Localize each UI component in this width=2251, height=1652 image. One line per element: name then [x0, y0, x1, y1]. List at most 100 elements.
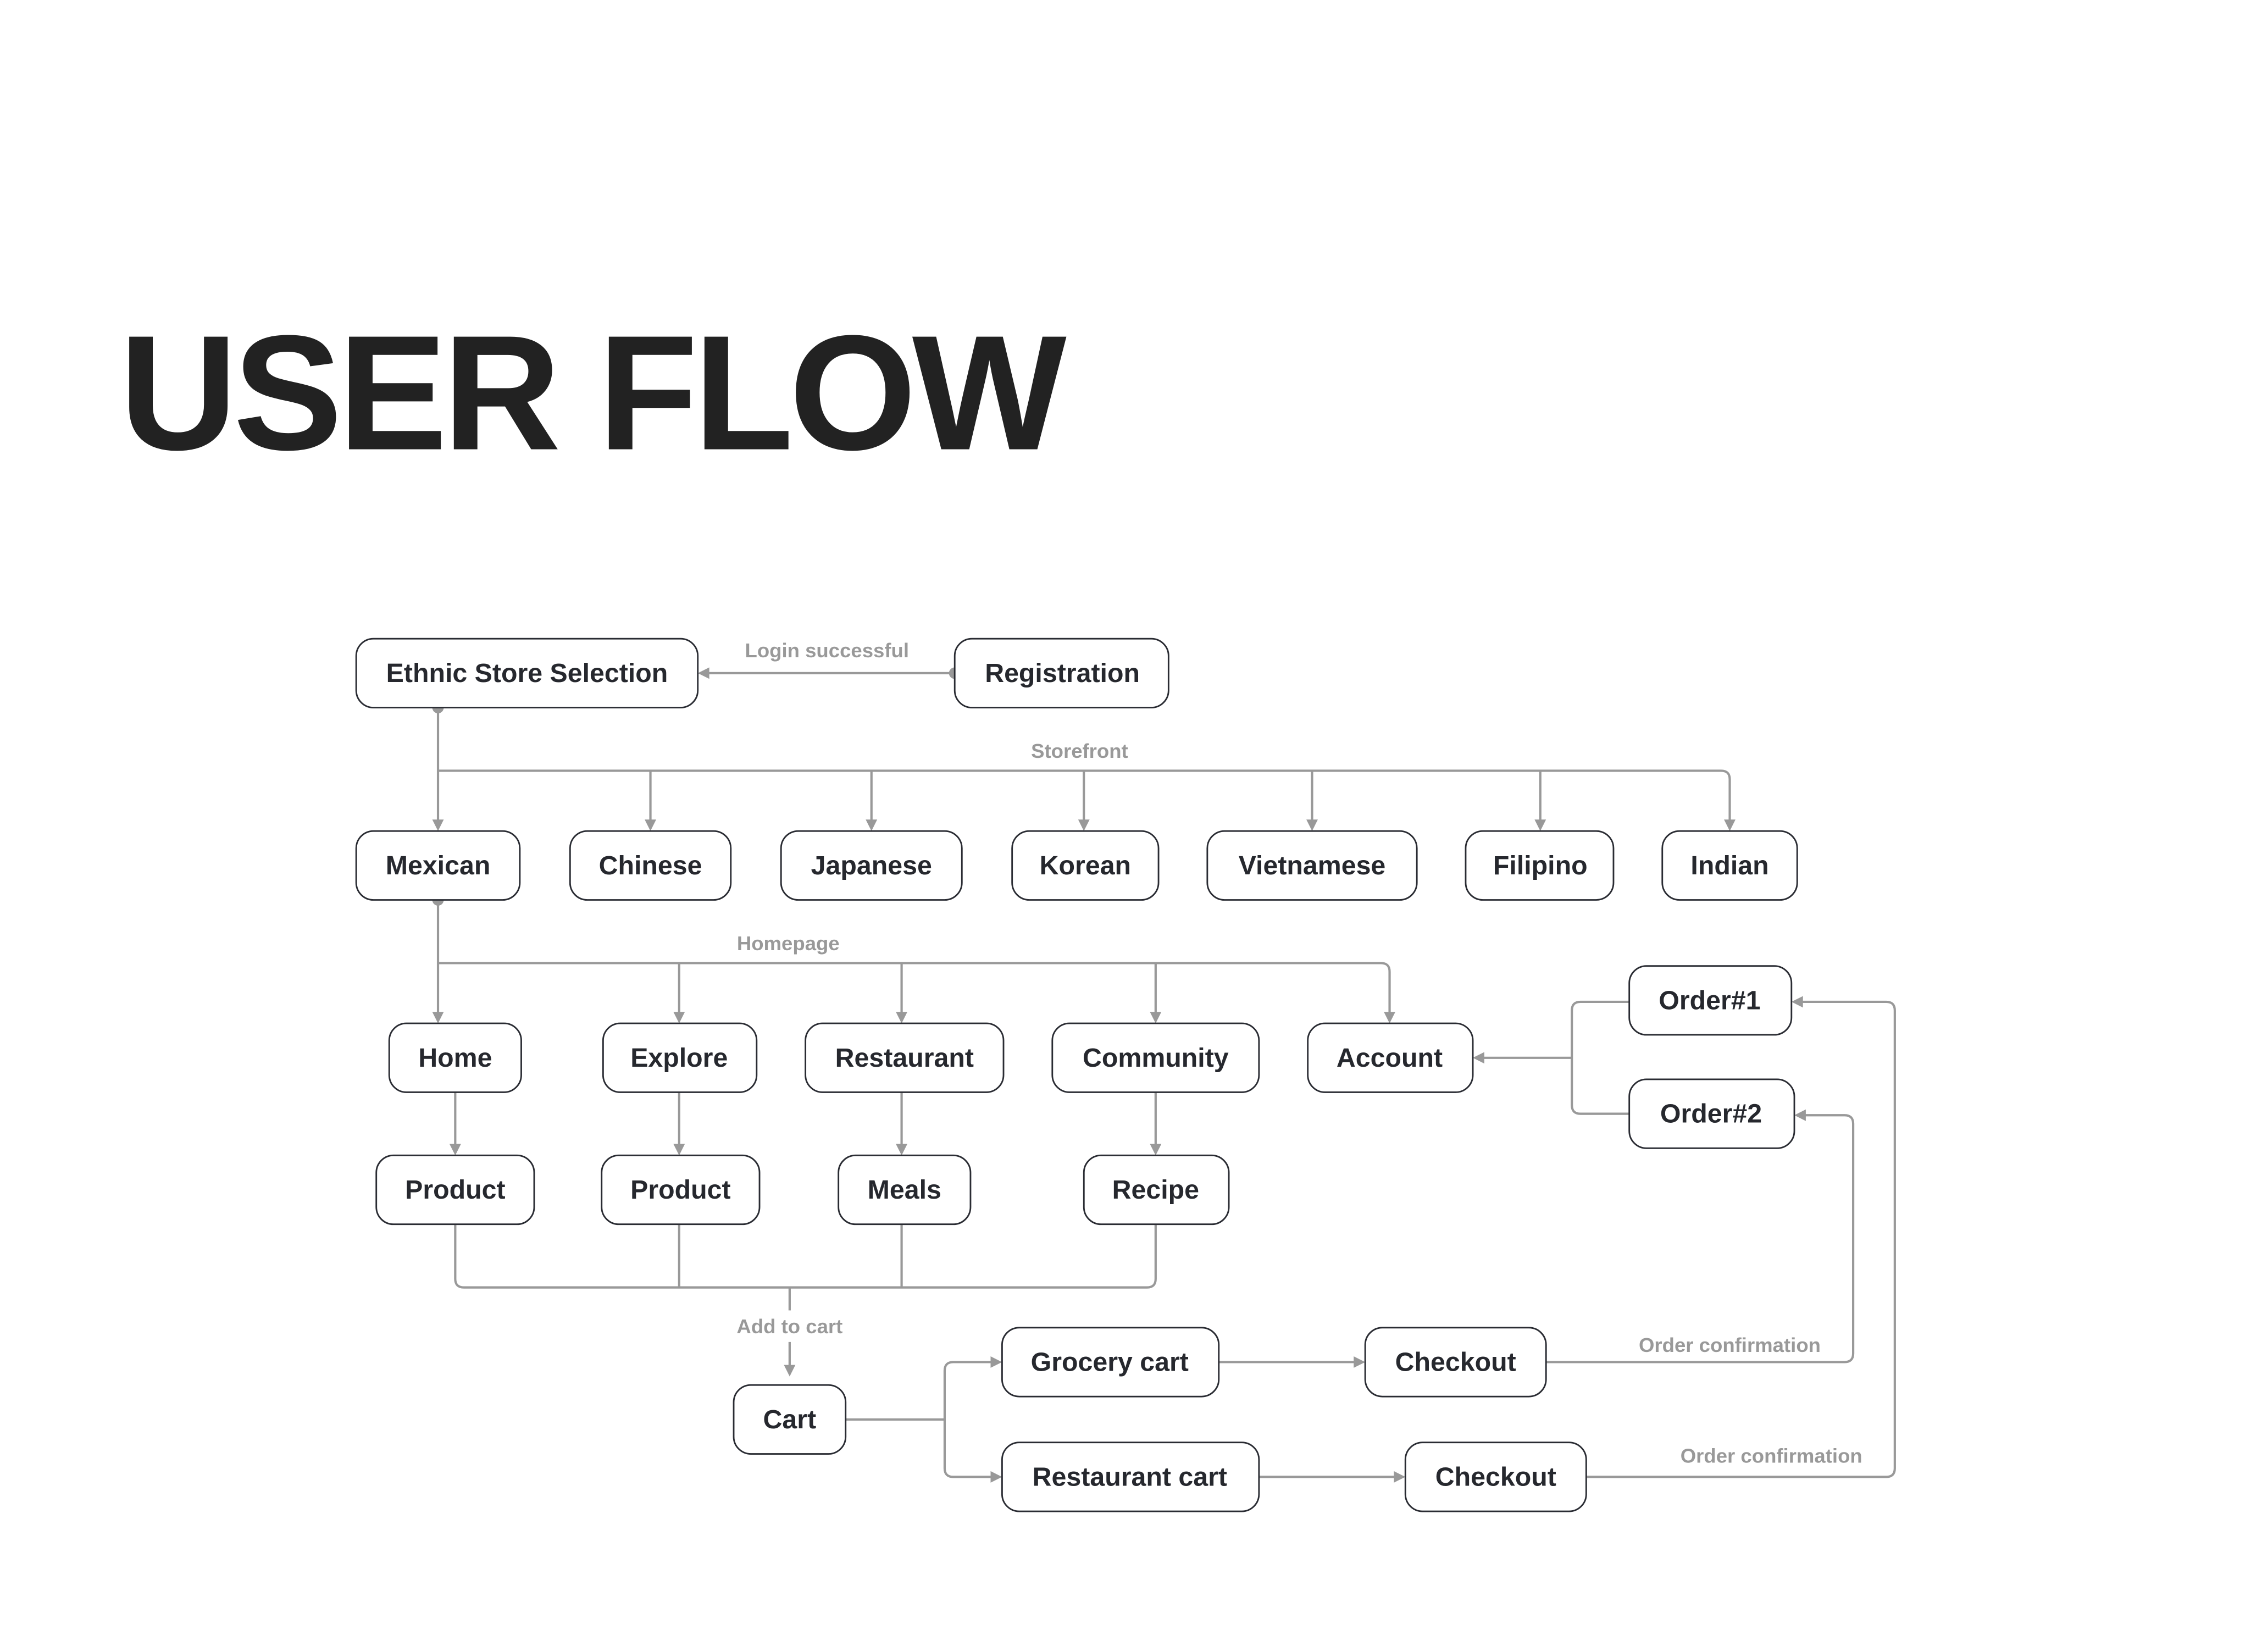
node-indian[interactable]: Indian [1661, 830, 1798, 901]
arrow-head [1794, 1109, 1806, 1121]
node-box [355, 830, 521, 901]
node-box [1001, 1327, 1220, 1398]
edge-label-homepage: Homepage [737, 932, 840, 955]
arrow-head [1534, 819, 1546, 831]
node-label: Filipino [1493, 851, 1588, 880]
node-vietnamese[interactable]: Vietnamese [1206, 830, 1418, 901]
node-box [838, 1154, 972, 1226]
edge-cart-split [943, 1361, 994, 1478]
node-product-home[interactable]: Product [375, 1154, 535, 1226]
node-order2[interactable]: Order#2 [1628, 1078, 1795, 1149]
node-box [1628, 1078, 1795, 1149]
arrow-head [697, 667, 709, 679]
edge-addtocart-bus [454, 1224, 1157, 1289]
node-mexican[interactable]: Mexican [355, 830, 521, 901]
node-box [1364, 1327, 1547, 1398]
node-label: Checkout [1435, 1462, 1556, 1492]
node-box [1628, 965, 1793, 1036]
edge-checkout-order1 [1586, 1000, 1896, 1478]
arrow-head [1078, 819, 1090, 831]
node-account[interactable]: Account [1307, 1022, 1474, 1093]
arrow-head [896, 1144, 908, 1156]
node-box [1001, 1442, 1260, 1512]
node-grocery-cart[interactable]: Grocery cart [1001, 1327, 1220, 1398]
node-box [1465, 830, 1615, 901]
arrow-head [432, 1012, 444, 1024]
node-recipe[interactable]: Recipe [1083, 1154, 1230, 1226]
edge-label-order-confirmation-2: Order confirmation [1681, 1444, 1862, 1467]
node-label: Grocery cart [1031, 1347, 1189, 1377]
arrow-head [990, 1356, 1002, 1368]
edge-checkout-order2 [1546, 1114, 1855, 1363]
arrow-head [1394, 1471, 1406, 1483]
node-label: Order#1 [1659, 985, 1760, 1015]
arrow-head [1150, 1012, 1162, 1024]
node-label: Japanese [811, 851, 932, 880]
edge-orders-bracket [1571, 1000, 1629, 1115]
connectors: Login successful Storefront Homepage [432, 639, 1896, 1483]
node-box [1404, 1442, 1587, 1512]
node-restaurant-cart[interactable]: Restaurant cart [1001, 1442, 1260, 1512]
node-label: Community [1083, 1043, 1229, 1073]
node-korean[interactable]: Korean [1011, 830, 1160, 901]
node-product-explore[interactable]: Product [601, 1154, 761, 1226]
node-label: Restaurant cart [1033, 1462, 1227, 1492]
arrow-head [1306, 819, 1318, 831]
node-box [1051, 1022, 1260, 1093]
node-checkout-grocery[interactable]: Checkout [1364, 1327, 1547, 1398]
node-box [953, 637, 1169, 708]
node-label: Vietnamese [1239, 851, 1386, 880]
node-community[interactable]: Community [1051, 1022, 1260, 1093]
arrow-head [1354, 1356, 1366, 1368]
arrow-head [432, 819, 444, 831]
node-registration[interactable]: Registration [953, 637, 1169, 708]
node-label: Korean [1040, 851, 1131, 880]
node-box [375, 1154, 535, 1226]
node-label: Mexican [386, 851, 491, 880]
node-box [569, 830, 732, 901]
node-label: Home [418, 1043, 492, 1073]
node-box [1661, 830, 1798, 901]
node-label: Checkout [1395, 1347, 1516, 1377]
arrow-head [990, 1471, 1002, 1483]
node-label: Ethnic Store Selection [386, 658, 668, 688]
node-box [780, 830, 963, 901]
edge-label-storefront: Storefront [1031, 740, 1128, 762]
edge-homepage-bus [438, 962, 1391, 1015]
node-label: Restaurant [835, 1043, 974, 1073]
node-chinese[interactable]: Chinese [569, 830, 732, 901]
node-meals[interactable]: Meals [838, 1154, 972, 1226]
node-box [602, 1022, 758, 1093]
node-box [733, 1384, 847, 1455]
node-explore[interactable]: Explore [602, 1022, 758, 1093]
node-box [805, 1022, 1005, 1093]
arrow-head [896, 1012, 908, 1024]
node-label: Product [630, 1175, 730, 1205]
arrow-head [673, 1144, 685, 1156]
page-title: USER FLOW [119, 301, 1068, 484]
node-box [1011, 830, 1160, 901]
node-checkout-restaurant[interactable]: Checkout [1404, 1442, 1587, 1512]
arrow-head [1473, 1052, 1484, 1064]
node-home[interactable]: Home [388, 1022, 522, 1093]
node-cart[interactable]: Cart [733, 1384, 847, 1455]
nodes: Ethnic Store Selection Registration Mexi… [355, 637, 1798, 1512]
node-order1[interactable]: Order#1 [1628, 965, 1793, 1036]
edge-storefront-bus [438, 769, 1731, 823]
arrow-head [866, 819, 878, 831]
node-label: Meals [868, 1175, 941, 1205]
node-box [355, 637, 699, 708]
node-label: Recipe [1112, 1175, 1199, 1205]
arrow-head [1791, 996, 1803, 1008]
node-label: Product [405, 1175, 505, 1205]
node-ethnic-store-selection[interactable]: Ethnic Store Selection [355, 637, 699, 708]
node-filipino[interactable]: Filipino [1465, 830, 1615, 901]
node-japanese[interactable]: Japanese [780, 830, 963, 901]
node-box [388, 1022, 522, 1093]
edge-label-add-to-cart: Add to cart [736, 1315, 842, 1338]
arrow-head [784, 1365, 796, 1377]
node-restaurant[interactable]: Restaurant [805, 1022, 1005, 1093]
arrow-head [449, 1144, 461, 1156]
arrow-head [1724, 819, 1736, 831]
